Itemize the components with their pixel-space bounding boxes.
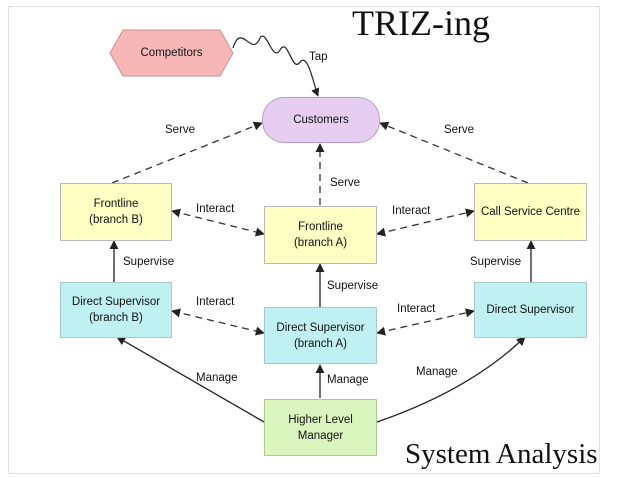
edge-label-serve-left: Serve [165,124,196,136]
node-frontline-a: Frontline (branch A) [264,206,377,264]
edge-label-manage-center: Manage [327,374,369,386]
node-call-service-centre: Call Service Centre [474,183,587,241]
node-direct-supervisor-a: Direct Supervisor (branch A) [264,307,377,364]
edge-label-interact-frontline-left: Interact [196,203,235,215]
competitors-shape [109,29,234,77]
node-competitors: Competitors [140,47,203,59]
edge-label-supervise-right: Supervise [470,256,522,268]
edge-label-serve-center: Serve [330,177,361,189]
interact-arrow-supervisor-right [376,308,475,336]
edge-label-interact-supervisor-right: Interact [397,303,436,315]
tap-connector [232,35,320,97]
diagram-subtitle: System Analysis [405,438,598,470]
manage-arrow-left [116,336,265,423]
diagram-title: TRIZ-ing [352,3,490,43]
node-direct-supervisor-call-centre: Direct Supervisor [474,282,587,338]
node-direct-supervisor-b: Direct Supervisor (branch B) [60,282,172,338]
interact-arrow-frontline-right [376,208,475,237]
edge-label-tap: Tap [309,51,328,63]
edge-label-interact-frontline-right: Interact [392,205,431,217]
interact-arrow-frontline-left [171,208,265,237]
edge-label-supervise-left: Supervise [123,256,175,268]
edge-label-supervise-center: Supervise [327,280,379,292]
edge-label-serve-right: Serve [444,124,475,136]
diagram-frame [8,6,600,474]
serve-arrow-call-centre [379,121,529,184]
node-higher-level-manager: Higher Level Manager [264,399,377,456]
node-frontline-b: Frontline (branch B) [60,183,172,241]
interact-arrow-supervisor-left [171,308,265,336]
node-customers: Customers [262,97,380,143]
edge-label-manage-left: Manage [196,372,238,384]
edge-label-manage-right: Manage [416,366,458,378]
edge-label-interact-supervisor-left: Interact [196,296,235,308]
manage-arrow-right [376,336,526,423]
serve-arrow-frontline-b [111,121,263,184]
